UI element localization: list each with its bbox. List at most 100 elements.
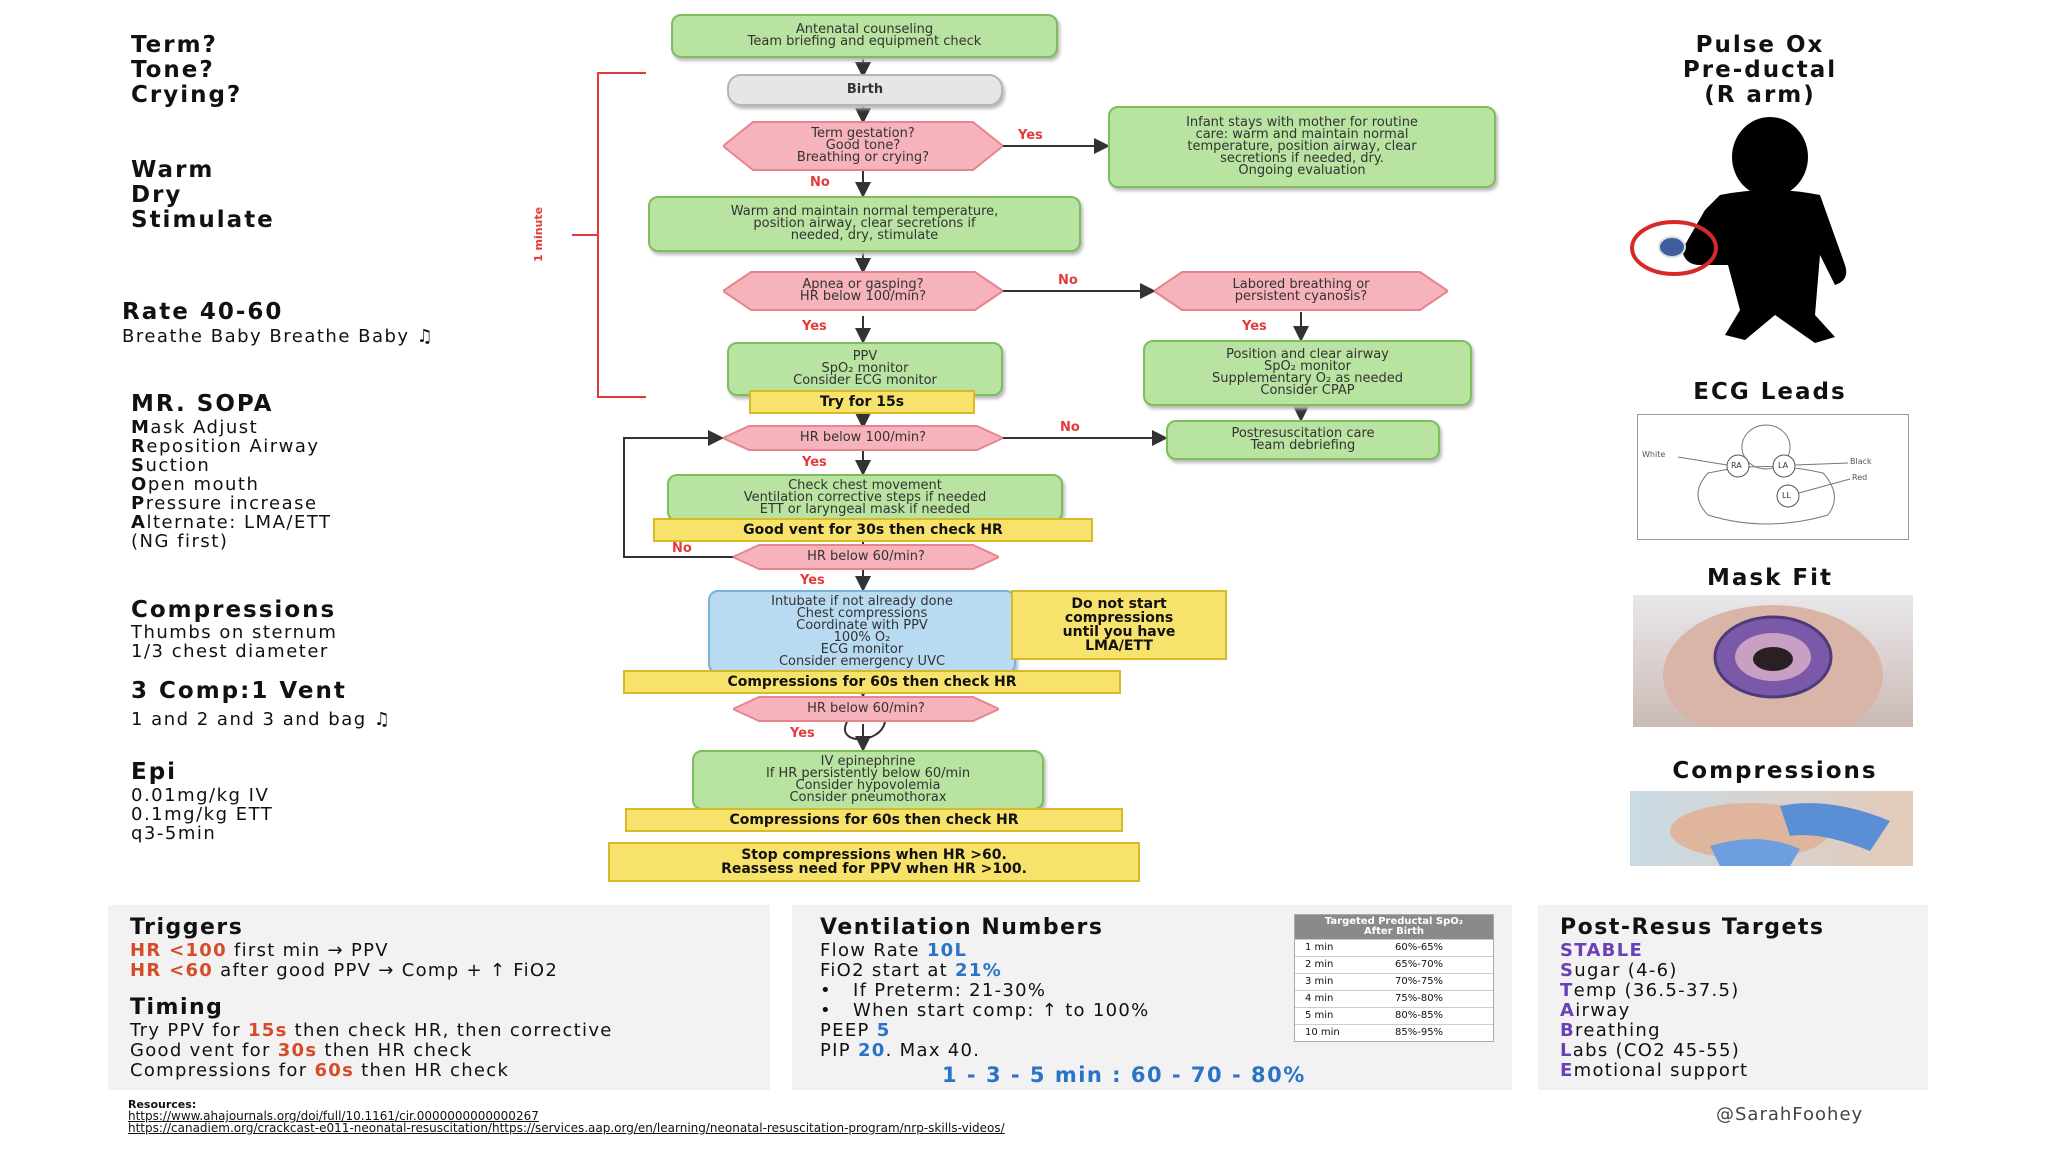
yes-label: Yes bbox=[802, 319, 827, 334]
post-resus-title: Post-Resus Targets bbox=[1560, 915, 1825, 940]
postresus-box: Postresuscitation care Team debriefing bbox=[1166, 420, 1440, 460]
mrsopa-item: Reposition Airway bbox=[131, 436, 320, 457]
trigger-line-2: HR <60 after good PPV → Comp + ↑ FiO2 bbox=[130, 960, 559, 981]
ecg-black-label: Black bbox=[1850, 457, 1872, 466]
one-minute-label: 1 minute bbox=[532, 206, 545, 262]
yes-label: Yes bbox=[1018, 128, 1043, 143]
triggers-panel: Triggers HR <100 first min → PPV HR <60 … bbox=[108, 905, 770, 1090]
author-handle: @SarahFoohey bbox=[1716, 1104, 1864, 1125]
chest-movement-box: Check chest movement Ventilation correct… bbox=[667, 474, 1063, 522]
mask-fit-title: Mask Fit bbox=[1707, 565, 1833, 591]
timing-line-2: Good vent for 30s then HR check bbox=[130, 1040, 473, 1061]
mrsopa-item: (NG first) bbox=[131, 531, 229, 552]
compressions-60s-bar-1: Compressions for 60s then check HR bbox=[623, 670, 1121, 694]
flow-rate-line: Flow Rate 10L bbox=[820, 940, 968, 961]
decision-apnea: Apnea or gasping? HR below 100/min? bbox=[723, 270, 1003, 312]
mrsopa-item: Open mouth bbox=[131, 474, 260, 495]
fio2-line: FiO2 start at 21% bbox=[820, 960, 1003, 981]
ecg-la-label: LA bbox=[1778, 461, 1789, 470]
mrsopa-item: Suction bbox=[131, 455, 211, 476]
no-label: No bbox=[672, 541, 692, 556]
antenatal-box: Antenatal counseling Team briefing and e… bbox=[671, 14, 1058, 58]
trigger-line-1: HR <100 first min → PPV bbox=[130, 940, 389, 961]
epinephrine-box: IV epinephrine If HR persistently below … bbox=[692, 750, 1044, 810]
no-label: No bbox=[1058, 273, 1078, 288]
ventilation-panel: Ventilation Numbers Flow Rate 10L FiO2 s… bbox=[792, 905, 1512, 1090]
decision-hr-100: HR below 100/min? bbox=[723, 425, 1003, 451]
ecg-ll-label: LL bbox=[1782, 491, 1791, 500]
stop-compressions-bar: Stop compressions when HR >60. Reassess … bbox=[608, 842, 1140, 882]
intubate-box: Intubate if not already done Chest compr… bbox=[708, 590, 1016, 674]
resources-label: Resources: bbox=[128, 1098, 197, 1111]
baby-silhouette-icon bbox=[1630, 117, 1847, 343]
yes-label: Yes bbox=[790, 726, 815, 741]
ecg-diagram: White Black Red RA LA LL bbox=[1637, 414, 1909, 540]
post-resus-item: Labs (CO2 45-55) bbox=[1560, 1040, 1741, 1061]
post-resus-item: Sugar (4-6) bbox=[1560, 960, 1678, 981]
ecg-white-label: White bbox=[1642, 450, 1666, 459]
ratio-subtitle: 1 and 2 and 3 and bag ♫ bbox=[131, 709, 392, 730]
mrsopa-list: Mask Adjust Reposition Airway Suction Op… bbox=[131, 418, 332, 551]
timing-line-3: Compressions for 60s then HR check bbox=[130, 1060, 510, 1081]
compressions-60s-bar-2: Compressions for 60s then check HR bbox=[625, 808, 1123, 832]
compressions-text: Thumbs on sternum 1/3 chest diameter bbox=[131, 622, 338, 662]
peep-line: PEEP 5 bbox=[820, 1020, 891, 1041]
timing-line-1: Try PPV for 15s then check HR, then corr… bbox=[130, 1020, 613, 1041]
spo2-summary: 1 - 3 - 5 min : 60 - 70 - 80% bbox=[942, 1063, 1306, 1087]
yes-label: Yes bbox=[800, 573, 825, 588]
epi-title: Epi bbox=[131, 759, 178, 785]
decision-hr-60-b: HR below 60/min? bbox=[733, 696, 999, 722]
post-resus-item: Breathing bbox=[1560, 1020, 1661, 1041]
post-resus-item: Airway bbox=[1560, 1000, 1631, 1021]
post-resus-item: Emotional support bbox=[1560, 1060, 1749, 1081]
comp-bullet: • When start comp: ↑ to 100% bbox=[820, 1000, 1150, 1021]
yes-label: Yes bbox=[1242, 319, 1267, 334]
pip-line: PIP 20. Max 40. bbox=[820, 1040, 981, 1061]
mask-fit-photo bbox=[1633, 595, 1913, 727]
no-label: No bbox=[1060, 420, 1080, 435]
good-vent-bar: Good vent for 30s then check HR bbox=[653, 518, 1093, 542]
post-resus-panel: Post-Resus Targets STABLE Sugar (4-6) Te… bbox=[1538, 905, 1928, 1090]
pulse-ox-title: Pulse Ox Pre-ductal (R arm) bbox=[1682, 32, 1838, 108]
no-label: No bbox=[810, 175, 830, 190]
resource-link-1[interactable]: https://www.ahajournals.org/doi/full/10.… bbox=[128, 1109, 539, 1123]
warm-maintain-box: Warm and maintain normal temperature, po… bbox=[648, 196, 1081, 252]
preterm-bullet: • If Preterm: 21-30% bbox=[820, 980, 1047, 1001]
rate-title: Rate 40-60 bbox=[122, 299, 284, 325]
decision-hr-60-a: HR below 60/min? bbox=[733, 544, 999, 570]
spo2-table-header: Targeted Preductal SpO₂ After Birth bbox=[1295, 915, 1493, 939]
decision-term-gestation: Term gestation? Good tone? Breathing or … bbox=[723, 120, 1003, 172]
stable-mnemonic: STABLE bbox=[1560, 940, 1644, 961]
mrsopa-title: MR. SOPA bbox=[131, 391, 274, 417]
mrsopa-item: Alternate: LMA/ETT bbox=[131, 512, 332, 533]
ppv-box: PPV SpO₂ monitor Consider ECG monitor bbox=[727, 342, 1003, 396]
mrsopa-item: Mask Adjust bbox=[131, 417, 259, 438]
ecg-ra-label: RA bbox=[1731, 461, 1742, 470]
post-resus-item: Temp (36.5-37.5) bbox=[1560, 980, 1740, 1001]
compressions-photo bbox=[1630, 791, 1913, 866]
do-not-start-box: Do not start compressions until you have… bbox=[1011, 590, 1227, 660]
triggers-title: Triggers bbox=[130, 915, 244, 940]
ventilation-title: Ventilation Numbers bbox=[820, 915, 1104, 940]
compressions-title: Compressions bbox=[131, 597, 337, 623]
rate-subtitle: Breathe Baby Breathe Baby ♫ bbox=[122, 326, 435, 347]
resource-link-2[interactable]: https://canadiem.org/crackcast-e011-neon… bbox=[128, 1121, 1005, 1135]
timing-title: Timing bbox=[130, 995, 224, 1020]
birth-box: Birth bbox=[727, 74, 1003, 106]
ecg-red-label: Red bbox=[1852, 473, 1868, 482]
yes-label: Yes bbox=[802, 455, 827, 470]
spo2-table: Targeted Preductal SpO₂ After Birth 1 mi… bbox=[1294, 914, 1494, 1042]
initial-questions: Term? Tone? Crying? bbox=[131, 32, 243, 108]
position-airway-box: Position and clear airway SpO₂ monitor S… bbox=[1143, 340, 1472, 406]
ecg-title: ECG Leads bbox=[1693, 379, 1847, 405]
infant-stays-box: Infant stays with mother for routine car… bbox=[1108, 106, 1496, 188]
compressions-photo-title: Compressions bbox=[1672, 758, 1878, 784]
try-15s-bar: Try for 15s bbox=[749, 390, 975, 414]
